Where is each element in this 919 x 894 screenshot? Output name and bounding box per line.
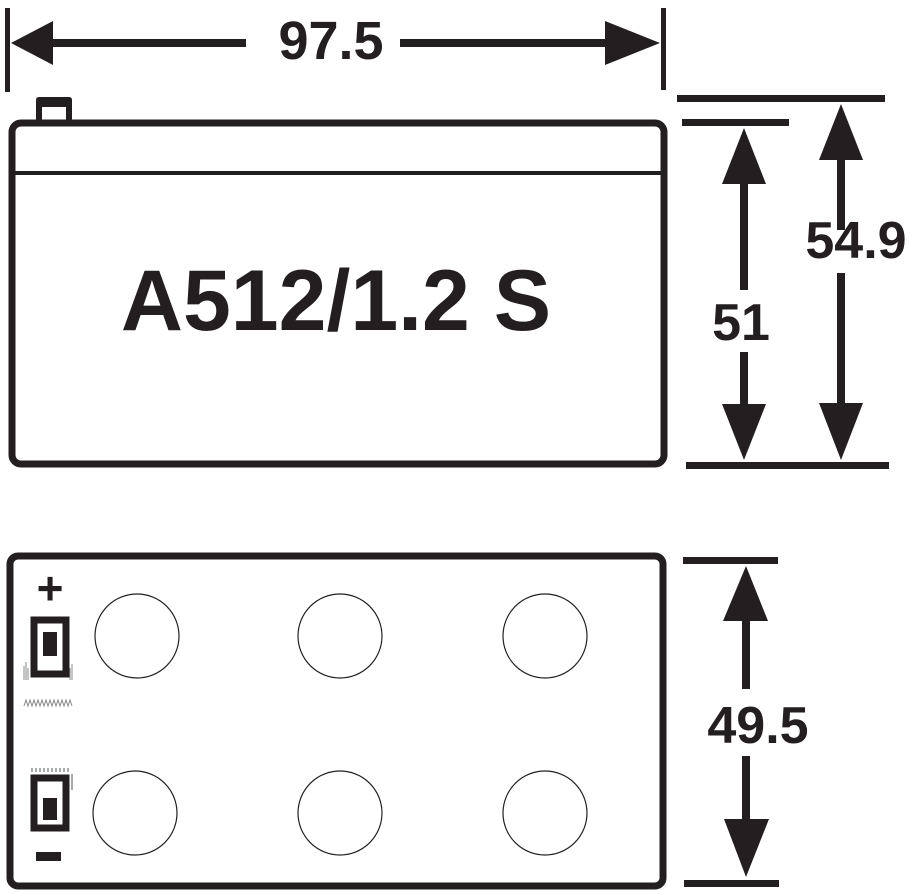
width-value: 49.5 <box>707 697 808 755</box>
negative-terminal-post <box>43 798 57 820</box>
cell-cap <box>502 593 588 679</box>
positive-terminal <box>23 616 73 708</box>
total-height-line-bottom <box>837 273 845 403</box>
terminal-tab <box>36 97 72 121</box>
case-height-value: 51 <box>712 294 770 352</box>
total-height-line-top <box>837 160 845 230</box>
arrow-up-icon <box>819 104 863 160</box>
arrow-up-icon <box>722 128 766 184</box>
arrow-left-icon <box>11 21 53 65</box>
battery-case-top <box>6 552 667 890</box>
lid-seam <box>15 171 661 175</box>
arrow-down-icon <box>724 819 769 877</box>
width-dimension: 49.5 <box>683 557 809 887</box>
negative-terminal-hatch <box>31 768 73 790</box>
positive-symbol: + <box>37 562 64 614</box>
arrow-right-icon <box>605 21 660 65</box>
positive-terminal-hatch <box>23 662 73 680</box>
height-dimensions: 51 54.9 <box>677 95 907 469</box>
length-line-left <box>53 39 246 47</box>
arrow-up-icon <box>723 566 768 621</box>
length-extension-line-left <box>5 8 10 92</box>
arrow-down-icon <box>819 403 863 460</box>
negative-symbol-text: − <box>0 0 1 1</box>
length-value: 97.5 <box>278 11 383 71</box>
case-height-line-top <box>740 184 748 290</box>
positive-terminal-post <box>43 632 57 656</box>
cell-cap <box>92 770 178 856</box>
negative-terminal-frame <box>30 774 70 832</box>
cell-cap <box>94 593 180 679</box>
width-line-bottom <box>742 756 750 819</box>
negative-terminal <box>30 768 73 832</box>
cell-cap <box>297 770 383 856</box>
front-view: A512/1.2 S <box>8 97 668 468</box>
length-dimension: 97.5 <box>5 8 666 92</box>
top-view: + − <box>0 0 667 890</box>
cell-cap <box>297 593 383 679</box>
width-line-top <box>742 621 750 689</box>
total-height-extension-top <box>677 95 885 102</box>
width-extension-bottom <box>684 880 779 887</box>
model-label: A512/1.2 S <box>121 253 551 349</box>
battery-case-front <box>8 119 668 468</box>
width-extension-top <box>683 557 778 564</box>
length-line-right <box>400 39 605 47</box>
positive-terminal-frame <box>30 616 70 678</box>
positive-terminal-spring <box>23 698 73 708</box>
height-extension-bottom <box>686 462 889 469</box>
case-height-line-bottom <box>740 352 748 404</box>
cell-caps <box>92 593 588 856</box>
arrow-down-icon <box>722 404 766 460</box>
case-height-extension-top <box>682 119 789 126</box>
length-extension-line-right <box>661 8 666 90</box>
cell-cap <box>502 770 588 856</box>
total-height-value: 54.9 <box>805 212 906 270</box>
negative-symbol <box>36 852 61 861</box>
